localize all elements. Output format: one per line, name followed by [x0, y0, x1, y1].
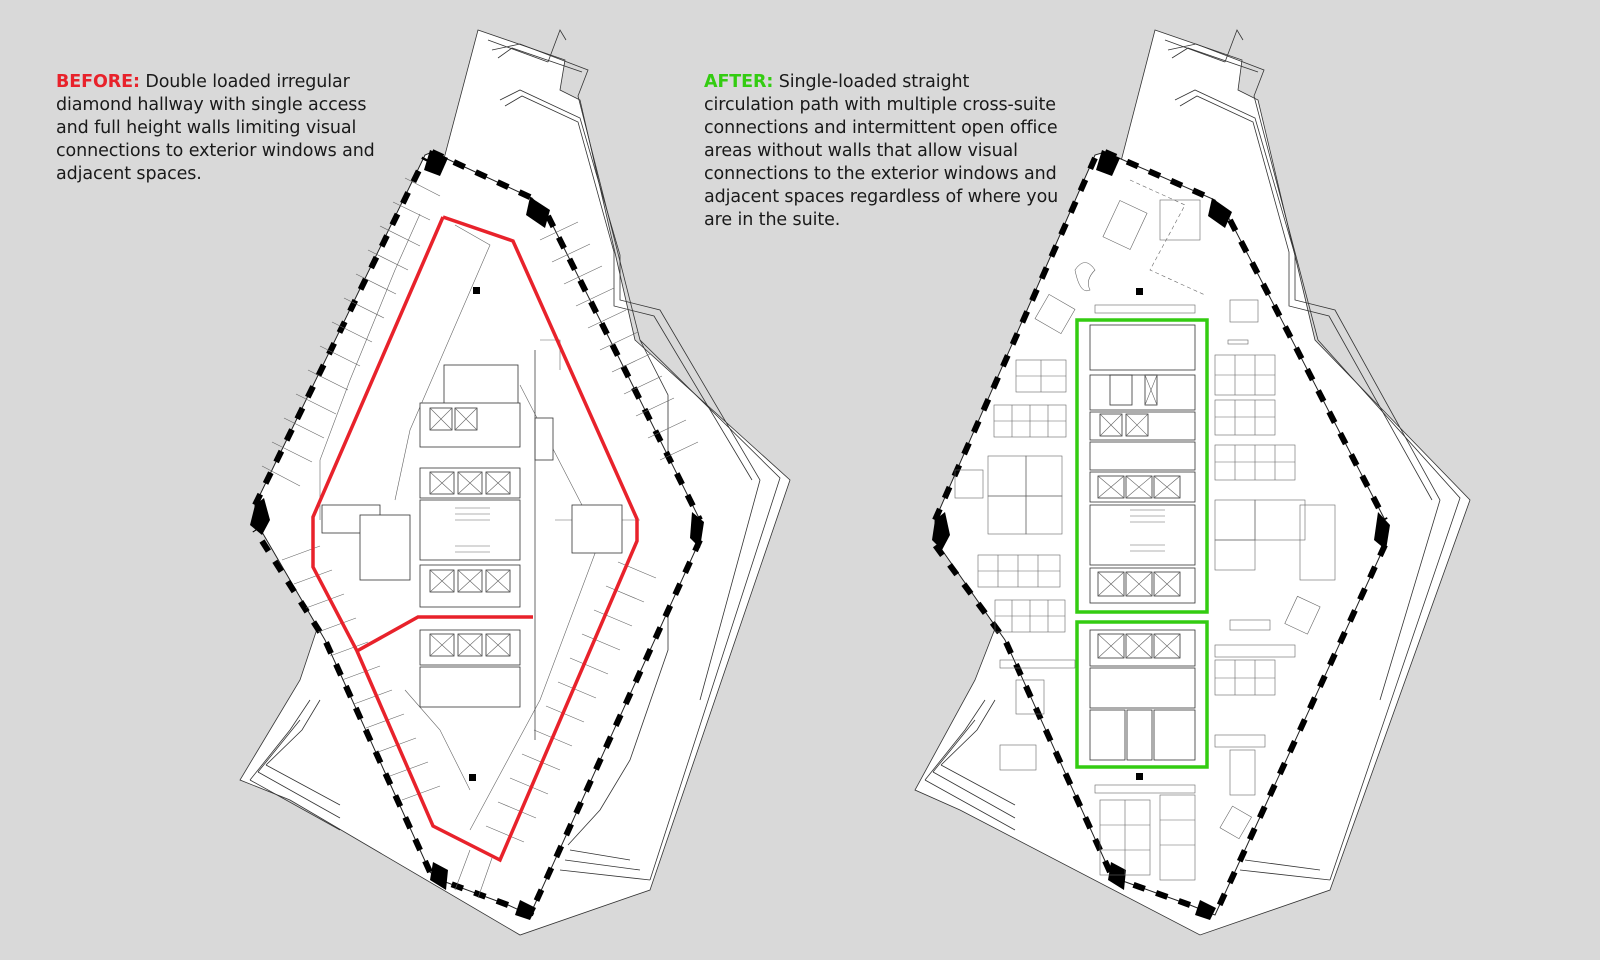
- before-description: Double loaded irregular diamond hallway …: [56, 72, 375, 184]
- after-core: [1089, 324, 1196, 780]
- after-circulation-path: [1075, 318, 1209, 769]
- before-label: BEFORE:: [56, 72, 140, 92]
- after-furniture: [954, 179, 1336, 881]
- after-label: AFTER:: [704, 72, 774, 92]
- before-circulation-path: [311, 215, 639, 863]
- before-caption: BEFORE: Double loaded irregular diamond …: [56, 71, 401, 186]
- after-description: Single-loaded straight circulation path …: [704, 72, 1059, 230]
- before-facade-columns: [250, 149, 704, 920]
- before-core: [321, 287, 623, 781]
- after-facade-columns: [932, 149, 1390, 920]
- after-caption: AFTER: Single-loaded straight circulatio…: [704, 71, 1064, 232]
